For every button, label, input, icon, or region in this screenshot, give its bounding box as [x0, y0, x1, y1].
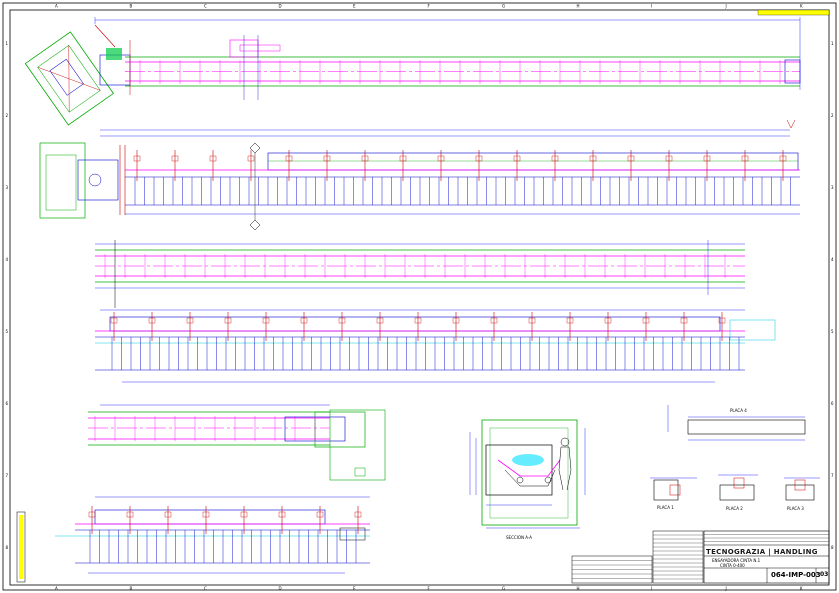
cross-section-label: SECCION A-A [506, 535, 532, 540]
plan-view-upper [24, 17, 801, 126]
grid-letter: E [353, 4, 356, 9]
grid-letter: A [55, 4, 58, 9]
plate-3-label: PLACA 3 [787, 506, 804, 511]
plate-1-label: PLACA 1 [657, 505, 674, 510]
grid-letter: F [428, 586, 431, 591]
plate-detail-3 [784, 477, 820, 501]
grid-number: 7 [6, 473, 9, 478]
plate-detail-1 [650, 477, 697, 501]
grid-letter: I [651, 4, 652, 9]
grid-letter: J [725, 4, 727, 9]
grid-letter: C [204, 586, 207, 591]
grid-number: 8 [6, 545, 9, 550]
grid-number: 3 [831, 185, 834, 190]
grid-letter: A [55, 586, 58, 591]
grid-letter: H [577, 4, 580, 9]
plate-top-label: PLACA 4 [730, 408, 747, 413]
grid-column-letters: A A B B C C D D E E F F G G H H I I J J K K [55, 4, 803, 592]
title-block-line-2: CINTA 0-400 [720, 563, 745, 568]
title-block-company: TECNOGRAZIA | HANDLING [706, 548, 818, 556]
grid-letter: E [353, 586, 356, 591]
grid-letter: F [428, 4, 431, 9]
scale-bar [16, 511, 26, 583]
grid-row-numbers: 1 1 2 2 3 3 4 4 5 5 6 6 7 7 8 8 [6, 41, 835, 550]
feed-hopper-plan [24, 31, 114, 126]
grid-number: 4 [831, 257, 834, 262]
plan-view-lower [88, 404, 386, 481]
grid-letter: K [800, 586, 803, 591]
title-block-line-1: ENSAYADORA CINTA N.1 [712, 558, 761, 563]
elevation-view-upper [39, 119, 800, 231]
grid-number: 6 [831, 401, 834, 406]
grid-letter: J [725, 586, 727, 591]
stamp-box [757, 9, 830, 16]
grid-number: 2 [6, 113, 9, 118]
title-block [571, 530, 830, 584]
grid-number: 2 [831, 113, 834, 118]
plate-detail-2 [718, 474, 758, 501]
drawing-number: 064-IMP-003 [771, 571, 821, 579]
grid-letter: B [130, 586, 133, 591]
grid-letter: B [130, 4, 133, 9]
grid-letter: C [204, 4, 207, 9]
plate-2-label: PLACA 2 [726, 506, 743, 511]
grid-number: 6 [6, 401, 9, 406]
grid-number: 1 [831, 41, 834, 46]
grid-number: 3 [6, 185, 9, 190]
cross-section-view [469, 419, 586, 529]
grid-number: 1 [6, 41, 9, 46]
grid-letter: G [502, 4, 505, 9]
grid-number: 5 [831, 329, 834, 334]
grid-letter: D [279, 4, 282, 9]
grid-number: 8 [831, 545, 834, 550]
revision-number: 03 [820, 571, 829, 578]
grid-number: 7 [831, 473, 834, 478]
grid-letter: K [800, 4, 803, 9]
grid-number: 5 [6, 329, 9, 334]
plan-view-middle [95, 240, 745, 308]
elevation-view-middle [95, 309, 776, 383]
grid-number: 4 [6, 257, 9, 262]
elevation-view-lower [55, 496, 370, 574]
grid-letter: G [502, 586, 505, 591]
grid-letter: D [279, 586, 282, 591]
inner-frame [9, 9, 830, 586]
grid-letter: H [577, 586, 580, 591]
grid-letter: I [651, 586, 652, 591]
plate-detail-top [667, 405, 806, 441]
